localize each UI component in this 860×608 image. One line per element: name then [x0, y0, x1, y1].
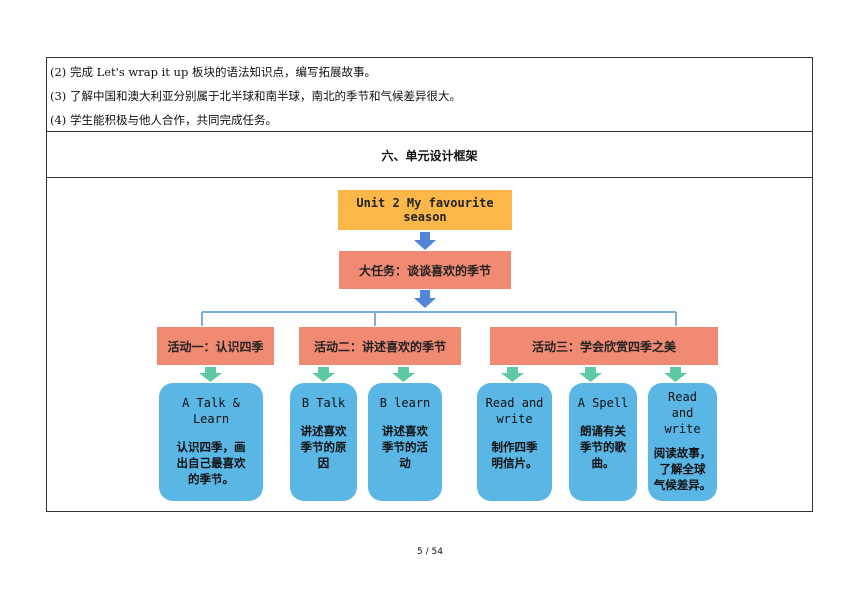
- activity-card: Read and write 阅读故事， 了解全球 气候差异。: [648, 383, 717, 501]
- card-title: B learn: [379, 396, 431, 410]
- activity-card: A Spell 朗诵有关 季节的歌 曲。: [569, 383, 637, 501]
- card-title: Read and write: [485, 396, 544, 426]
- activity-2-box: 活动二：讲述喜欢的季节: [299, 327, 461, 365]
- card-title: A Spell: [577, 396, 629, 410]
- activity-card: A Talk & Learn 认识四季，画 出自己最喜欢 的季节。: [159, 383, 263, 501]
- objective-line-2: (2) 完成 Let's wrap it up 板块的语法知识点，编写拓展故事。: [50, 65, 376, 79]
- card-description: 讲述喜欢 季节的原 因: [300, 424, 347, 470]
- big-task-box: 大任务：谈谈喜欢的季节: [339, 251, 511, 289]
- card-description: 认识四季，画 出自己最喜欢 的季节。: [176, 440, 246, 486]
- card-description: 制作四季 明信片。: [491, 440, 538, 470]
- down-arrow-icon: [414, 232, 436, 308]
- card-description: 朗诵有关 季节的歌 曲。: [580, 424, 626, 470]
- green-down-arrow-icon: [199, 367, 687, 382]
- row-divider: [46, 177, 813, 178]
- card-title: A Talk & Learn: [182, 396, 240, 426]
- card-title: B Talk: [301, 396, 346, 410]
- card-description: 阅读故事， 了解全球 气候差异。: [653, 446, 712, 492]
- outer-table: [46, 57, 813, 512]
- page-number: 5 / 54: [417, 547, 443, 557]
- objective-line-3: (3) 了解中国和澳大利亚分别属于北半球和南半球，南北的季节和气候差异很大。: [50, 89, 461, 103]
- card-title: Read and write: [664, 390, 701, 436]
- activity-card: B Talk 讲述喜欢 季节的原 因: [290, 383, 357, 501]
- unit-title-box: Unit 2 My favourite season: [338, 190, 512, 230]
- objective-line-4: (4) 学生能积极与他人合作，共同完成任务。: [50, 113, 277, 127]
- activity-1-box: 活动一：认识四季: [157, 327, 274, 365]
- row-divider: [46, 131, 813, 132]
- activity-card: B learn 讲述喜欢 季节的活 动: [368, 383, 442, 501]
- activity-card: Read and write 制作四季 明信片。: [477, 383, 552, 501]
- activity-3-box: 活动三：学会欣赏四季之美: [490, 327, 718, 365]
- section-title: 六、单元设计框架: [381, 149, 478, 163]
- card-description: 讲述喜欢 季节的活 动: [382, 424, 428, 470]
